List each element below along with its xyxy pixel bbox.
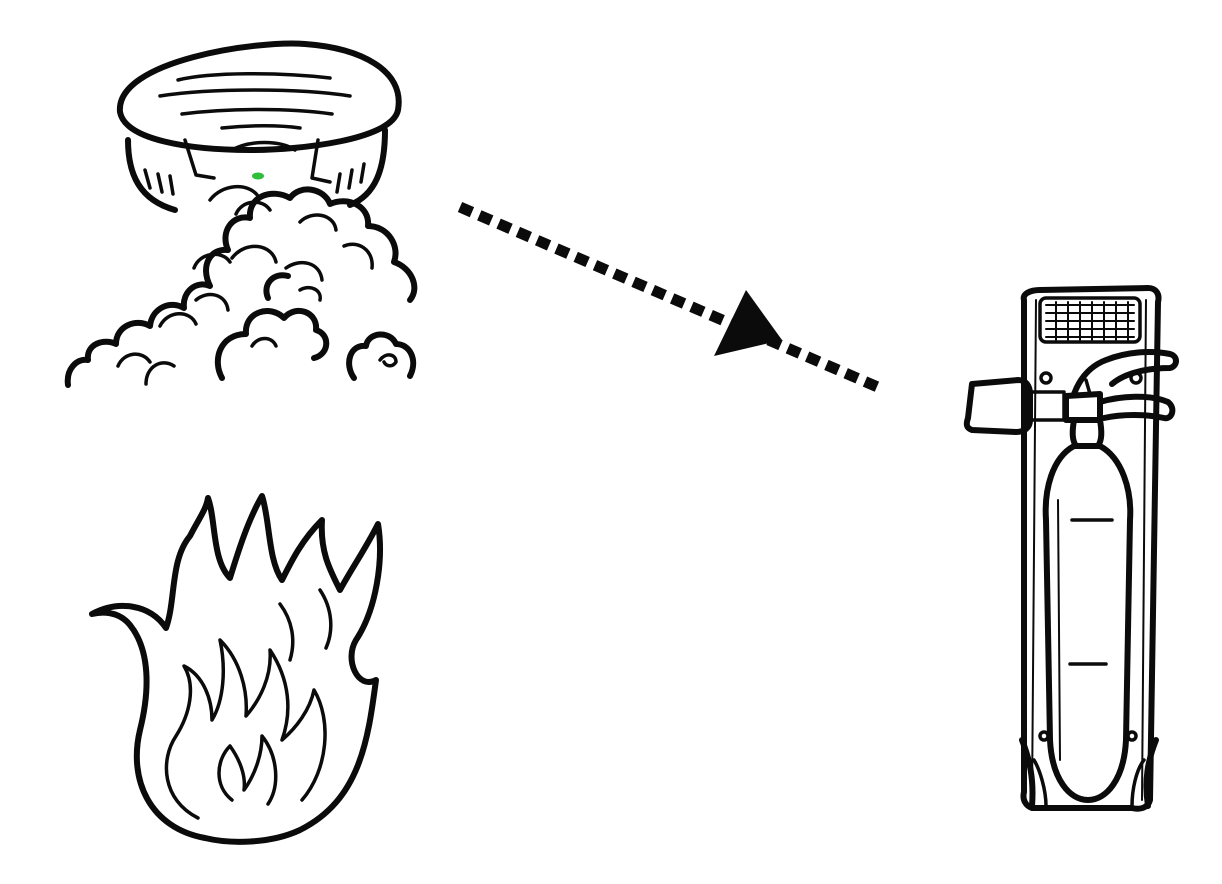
fire-extinguisher-icon	[963, 285, 1179, 812]
smoke-detector-icon	[116, 40, 402, 213]
detector-led-icon	[252, 172, 264, 180]
smoke-cloud-icon	[64, 185, 418, 388]
arrowhead-icon	[714, 290, 782, 356]
dotted-arrow-edge	[457, 201, 883, 394]
fire-icon	[89, 493, 383, 845]
